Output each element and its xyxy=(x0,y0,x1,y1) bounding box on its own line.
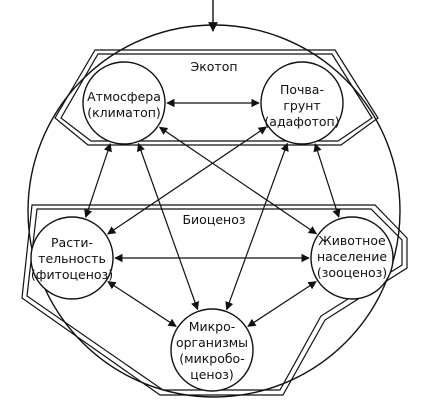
node-microorganisms-line-1: Микро- xyxy=(189,319,236,334)
node-soil: Почва- грунт (адафотоп) xyxy=(260,61,344,145)
biocenosis-region xyxy=(21,204,408,396)
link-soil-microorganisms xyxy=(225,142,289,311)
node-microorganisms-circle xyxy=(170,308,254,392)
node-vegetation: Расти- тельность (фитоценоз) xyxy=(30,216,114,300)
node-animals: Животное население (зооценоз) xyxy=(310,216,394,300)
node-microorganisms-line-3: (микробо- xyxy=(179,351,244,366)
node-microorganisms-line-4: ценоз) xyxy=(190,367,234,382)
ecotope-region xyxy=(54,49,379,146)
node-vegetation-line-3: (фитоценоз) xyxy=(31,267,113,282)
relationship-arrows xyxy=(84,98,341,327)
link-soil-animals xyxy=(313,143,341,218)
node-atmosphere-circle xyxy=(82,61,166,145)
node-soil-line-2: грунт xyxy=(283,98,320,113)
ecosystem-boundary-circle xyxy=(27,24,401,398)
node-soil-circle xyxy=(260,61,344,145)
link-vegetation-microorganisms xyxy=(107,281,177,327)
node-animals-circle xyxy=(310,216,394,300)
node-atmosphere: Атмосфера (климатоп) xyxy=(82,61,166,145)
node-microorganisms-line-2: организмы xyxy=(176,335,248,350)
ecotope-label: Экотоп xyxy=(190,59,237,74)
biocenosis-label: Биоценоз xyxy=(182,212,245,227)
link-animals-microorganisms xyxy=(247,281,317,327)
node-vegetation-circle xyxy=(30,216,114,300)
node-vegetation-line-1: Расти- xyxy=(51,235,93,250)
node-microorganisms: Микро- организмы (микробо- ценоз) xyxy=(170,308,254,392)
node-soil-line-3: (адафотоп) xyxy=(264,114,339,129)
node-vegetation-line-2: тельность xyxy=(38,251,106,266)
node-soil-line-1: Почва- xyxy=(280,82,324,97)
node-atmosphere-line-2: (климатоп) xyxy=(87,105,161,120)
node-atmosphere-line-1: Атмосфера xyxy=(87,89,161,104)
node-animals-line-3: (зооценоз) xyxy=(317,265,387,280)
node-animals-line-1: Животное xyxy=(318,233,386,248)
node-animals-line-2: население xyxy=(317,249,387,264)
link-atmosphere-vegetation xyxy=(84,143,112,218)
